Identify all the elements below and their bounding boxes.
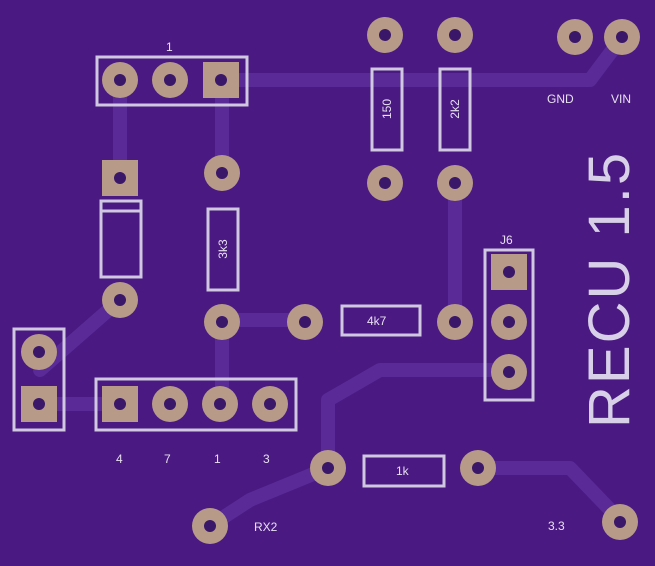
board-title: RECU 1.5 <box>577 150 642 428</box>
gnd-pad <box>557 19 593 55</box>
resistor-4k7-outline <box>340 304 422 337</box>
header4731-pad-1 <box>202 386 238 422</box>
v33-label: 3.3 <box>548 519 565 533</box>
jumper-outline <box>12 327 66 432</box>
r3k3-pad-bottom <box>204 304 240 340</box>
r2k2-label: 2k2 <box>448 99 462 119</box>
rx2-label: RX2 <box>254 520 278 534</box>
header4731-pad-3 <box>252 386 288 422</box>
r2k2-pad-top <box>437 17 473 53</box>
vin-label: VIN <box>611 92 632 106</box>
pin4-label: 4 <box>116 452 123 466</box>
header1-pad-c <box>203 62 239 98</box>
diode-outline <box>99 199 143 279</box>
r2k2-pad-bottom <box>437 165 473 201</box>
r3k3-pad-top <box>204 155 240 191</box>
r4k7-pad-right <box>437 304 473 340</box>
r1k-pad-right <box>460 450 496 486</box>
diode-pad-round <box>102 282 138 318</box>
r1k-pad-left <box>310 450 346 486</box>
header4731-pad-7 <box>152 386 188 422</box>
silkscreen <box>12 55 535 488</box>
j6-outline <box>483 248 535 402</box>
j6-pad-1 <box>491 254 527 290</box>
resistor-2k2-outline <box>438 67 472 152</box>
header-4731-outline <box>94 377 298 432</box>
r4k7-label: 4k7 <box>367 314 387 328</box>
r150-label: 150 <box>380 98 394 120</box>
resistor-150-outline <box>370 67 404 152</box>
header-pin1-label: 1 <box>166 40 173 54</box>
r150-pad-bottom <box>367 165 403 201</box>
resistor-1k-outline <box>362 454 446 488</box>
r4k7-pad-left <box>287 304 323 340</box>
header1-pad-a <box>102 62 138 98</box>
rx2-pad <box>192 508 228 544</box>
diode-pad-square <box>102 160 138 196</box>
v33-pad <box>602 504 638 540</box>
header4731-pad-4 <box>102 386 138 422</box>
pin1-label: 1 <box>214 452 221 466</box>
header-1-outline <box>95 55 249 107</box>
j6-pad-2 <box>491 304 527 340</box>
jumper-pad-round <box>21 334 57 370</box>
r150-pad-top <box>367 17 403 53</box>
j6-pad-3 <box>491 354 527 390</box>
resistor-3k3-outline <box>206 207 240 292</box>
header1-pad-b <box>152 62 188 98</box>
vin-pad <box>604 19 640 55</box>
gnd-label: GND <box>547 92 574 106</box>
r1k-label: 1k <box>396 464 409 478</box>
j6-label: J6 <box>500 233 513 247</box>
r3k3-label: 3k3 <box>216 239 230 259</box>
pin7-label: 7 <box>164 452 171 466</box>
pin3-label: 3 <box>263 452 270 466</box>
jumper-pad-square <box>21 386 57 422</box>
